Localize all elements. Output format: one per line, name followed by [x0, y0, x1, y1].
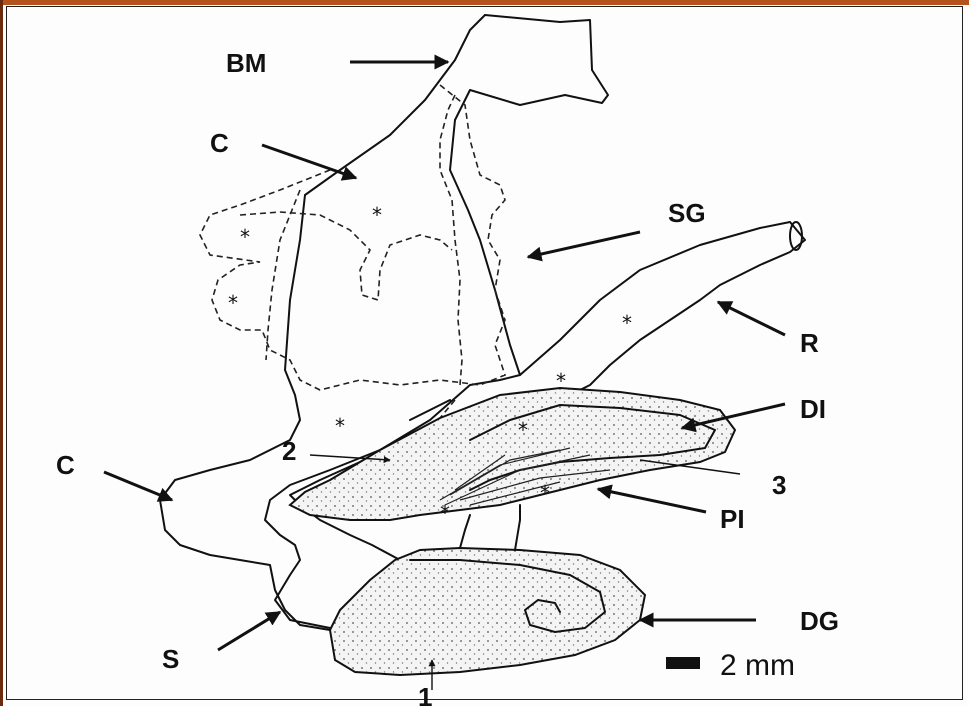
label-di: DI — [800, 394, 826, 424]
asterisk: * — [556, 369, 566, 393]
label-bm: BM — [226, 48, 266, 78]
label-pi: PI — [720, 504, 745, 534]
main-body-outline — [265, 15, 608, 628]
label-1: 1 — [418, 682, 432, 706]
scale-bar-mark — [666, 657, 700, 669]
arrow-s — [218, 612, 280, 650]
asterisk: * — [335, 414, 345, 438]
inner-dashed-1 — [440, 95, 462, 385]
asterisk: * — [240, 225, 250, 249]
rectum-end — [790, 222, 802, 250]
scale-bar: 2 mm — [666, 649, 795, 682]
label-2: 2 — [282, 436, 296, 466]
asterisk: * — [228, 291, 238, 315]
label-s: S — [162, 644, 179, 674]
asterisk: * — [518, 418, 528, 442]
asterisk: * — [440, 501, 450, 525]
left-body-outline — [160, 15, 485, 630]
label-c-left: C — [56, 450, 75, 480]
arrow-c-left — [104, 472, 172, 500]
connecting-tube — [460, 505, 520, 550]
label-r: R — [800, 328, 819, 358]
arrow-r — [718, 302, 785, 335]
label-c-top: C — [210, 128, 229, 158]
asterisk: * — [622, 311, 632, 335]
asterisk: * — [540, 481, 550, 505]
asterisk: * — [372, 203, 382, 227]
arrow-sg — [528, 232, 640, 257]
arrow-c-top — [262, 145, 356, 178]
dg-organ — [330, 548, 645, 675]
scale-bar-label: 2 mm — [720, 649, 795, 682]
label-dg: DG — [800, 606, 839, 636]
label-sg: SG — [668, 198, 706, 228]
arrow-pi — [598, 489, 706, 512]
label-3: 3 — [772, 470, 786, 500]
